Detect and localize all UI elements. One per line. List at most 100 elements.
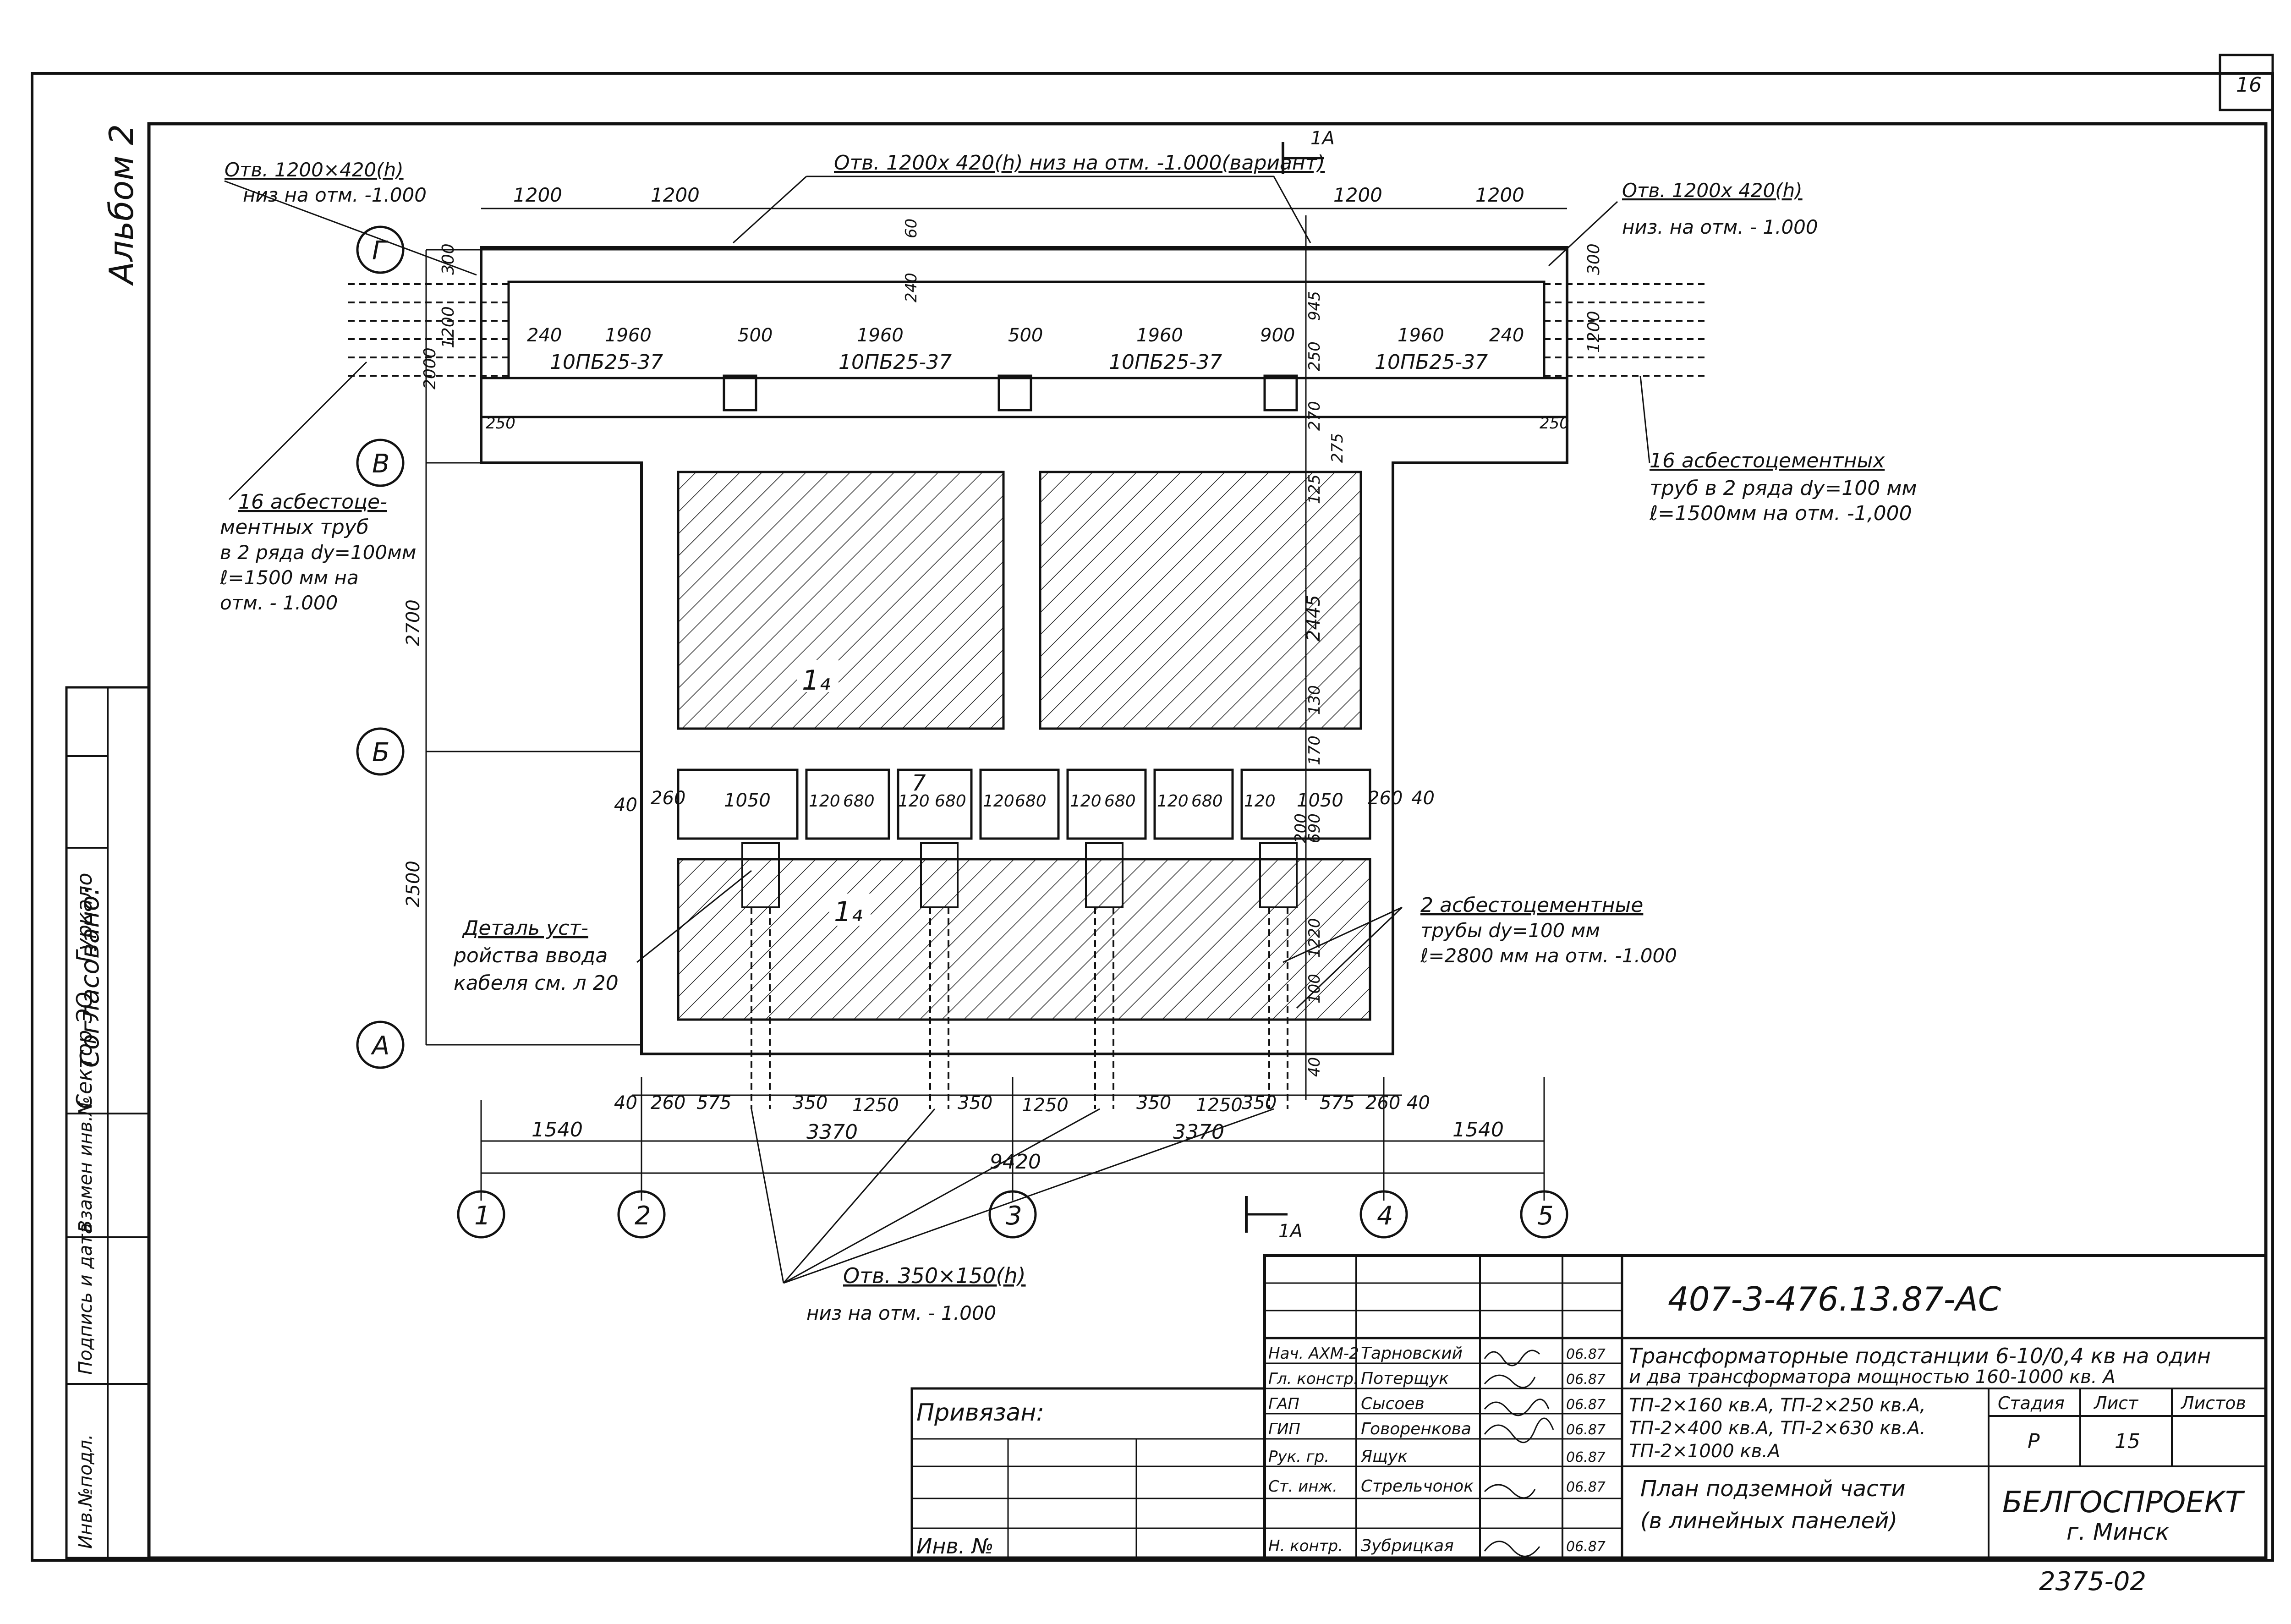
lintel-support-1: [723, 374, 757, 411]
sheet-title-1: План подземной части: [1640, 1476, 1906, 1502]
dim-block-11: 680: [1104, 792, 1136, 811]
dim-lv-4: 2700: [403, 599, 424, 646]
pipe-note-left-1: 16 асбестоце-: [238, 490, 387, 514]
dim-block-3: 1050: [724, 790, 771, 811]
note-opening-left-2: низ на отм. -1.000: [243, 184, 427, 206]
dim-bot-6: 350: [958, 1092, 992, 1114]
axis-a: А: [371, 1031, 389, 1061]
project-title-2: и два трансформатора мощностью 160-1000 …: [1629, 1366, 2116, 1388]
section-mark-bottom: 1А: [1245, 1196, 1303, 1242]
dim-cv-7: 125: [1305, 474, 1324, 504]
dim-bot2-4: 1540: [1452, 1118, 1504, 1141]
cable-channel: [677, 858, 1371, 1021]
dim-side-right: 250: [1540, 414, 1569, 433]
dim-beam-4: 1960: [857, 325, 904, 346]
room-upper-left: [677, 471, 1005, 730]
dim-beam-1: 240: [527, 325, 562, 346]
dim-top-3: 1200: [1333, 184, 1382, 206]
variants-1: ТП-2×160 кв.А, ТП-2×250 кв.А,: [1629, 1395, 1926, 1416]
left-pipe-bundle: [348, 283, 509, 377]
svg-text:06.87: 06.87: [1566, 1539, 1606, 1555]
svg-text:06.87: 06.87: [1566, 1422, 1606, 1438]
svg-text:06.87: 06.87: [1566, 1479, 1606, 1495]
signatures: [1484, 1350, 1554, 1557]
svg-text:Ст. инж.: Ст. инж.: [1268, 1477, 1337, 1496]
axis-b: Б: [372, 738, 389, 768]
dim-block-1: 40: [614, 795, 637, 816]
note-opening-center: Отв. 1200х 420(h) низ на отм. -1.000(вар…: [834, 151, 1325, 175]
svg-text:Гл. констр.: Гл. констр.: [1268, 1370, 1359, 1388]
signature-rows: Нач. АХМ-2 Тарновский 06.87 Гл. констр. …: [1268, 1344, 1606, 1555]
dim-bot-4: 350: [793, 1092, 828, 1114]
variants-3: ТП-2×1000 кв.А: [1629, 1441, 1780, 1462]
dim-beam-3: 500: [738, 325, 773, 346]
room-upper-right: [1039, 471, 1362, 730]
note-opening-left-1: Отв. 1200×420(h): [225, 159, 404, 181]
outer-frame: [31, 72, 2274, 1562]
dim-cv-8: 2445: [1303, 595, 1324, 642]
dim-block-17: 40: [1411, 788, 1435, 809]
privyazan-label: Привязан:: [916, 1399, 1044, 1426]
svg-text:Нач. АХМ-2: Нач. АХМ-2: [1268, 1344, 1359, 1363]
stage-head-1: Стадия: [1998, 1393, 2065, 1413]
pipe-note-center-3: ℓ=2800 мм на отм. -1.000: [1420, 944, 1677, 967]
sheet-number-box: [2219, 54, 2274, 111]
svg-text:1А: 1А: [1310, 128, 1335, 149]
pipe-note-center-2: трубы dу=100 мм: [1420, 919, 1600, 942]
note-opening-right-2: низ. на отм. - 1.000: [1622, 216, 1818, 238]
dim-cv-9: 130: [1305, 685, 1324, 715]
axis-2: 2: [635, 1201, 651, 1231]
dim-block-2: 260: [651, 788, 685, 809]
svg-text:Сысоев: Сысоев: [1361, 1394, 1425, 1413]
dim-bot2-2: 3370: [806, 1120, 858, 1144]
dim-side-left: 250: [486, 414, 515, 433]
dim-lv-5: 2500: [403, 861, 424, 907]
svg-text:Говоренкова: Говоренкова: [1361, 1420, 1471, 1438]
dim-lv-2: 1200: [439, 306, 458, 348]
lintel-support-3: [1263, 374, 1298, 411]
right-pipe-bundle: [1544, 283, 1705, 377]
dim-bot2-3: 3370: [1173, 1120, 1224, 1144]
dim-beam-5: 500: [1008, 325, 1043, 346]
sheet-title-2: (в линейных панелей): [1640, 1508, 1897, 1534]
note-opening-bottom-1: Отв. 350×150(h): [843, 1263, 1026, 1288]
dim-cv-3: 945: [1305, 291, 1324, 321]
dim-beam-8: 1960: [1398, 325, 1444, 346]
dim-cv-10: 170: [1305, 735, 1324, 765]
dim-total: 9420: [990, 1150, 1041, 1174]
dim-cv-12: 690: [1305, 813, 1324, 843]
beam-label-1: 10ПБ25-37: [550, 351, 663, 374]
svg-text:06.87: 06.87: [1566, 1372, 1606, 1388]
beam-label-2: 10ПБ25-37: [839, 351, 952, 374]
stage-head-2: Лист: [2093, 1393, 2139, 1413]
dim-block-14: 120: [1244, 792, 1276, 811]
inv-label: Инв. №: [916, 1534, 994, 1558]
stage-val-2: 15: [2115, 1430, 2140, 1453]
svg-text:ГАП: ГАП: [1268, 1395, 1299, 1413]
svg-text:1А: 1А: [1278, 1221, 1303, 1242]
svg-text:ГИП: ГИП: [1268, 1420, 1300, 1438]
dim-cv-2: 240: [902, 273, 921, 302]
axis-bubbles: Г В Б А 1 2 3 4 5: [356, 225, 1568, 1239]
dim-cv-1: 60: [902, 219, 921, 238]
dim-cv-13: 1220: [1305, 918, 1324, 958]
left-stamp: Согласовано: Сектор ЭО Гуркало Инв.№подл…: [65, 686, 150, 1559]
dim-bot-9: 1250: [1196, 1095, 1243, 1116]
dim-block-15: 1050: [1297, 790, 1343, 811]
dim-beam-9: 240: [1489, 325, 1524, 346]
beam-label-3: 10ПБ25-37: [1109, 351, 1222, 374]
pipe-note-left-5: отм. - 1.000: [220, 592, 338, 614]
section-mark-top: 1А: [1282, 128, 1335, 174]
dim-bot-7: 1250: [1022, 1095, 1069, 1116]
dim-beam-7: 900: [1260, 325, 1295, 346]
dim-cv-4: 250: [1305, 341, 1324, 371]
pipe-note-center-1: 2 асбестоцементные: [1420, 894, 1643, 917]
stage-val-1: Р: [2028, 1430, 2040, 1453]
drawing-code: 407-3-476.13.87-АС: [1668, 1280, 2001, 1318]
sheet-top-number: 16: [2236, 73, 2262, 97]
axis-v: В: [372, 449, 389, 479]
detail-note-2: ройства ввода: [453, 944, 608, 967]
dim-cv-6: 275: [1328, 433, 1347, 463]
dim-rv-1: 300: [1584, 243, 1603, 275]
dim-bot-8: 350: [1136, 1092, 1171, 1114]
